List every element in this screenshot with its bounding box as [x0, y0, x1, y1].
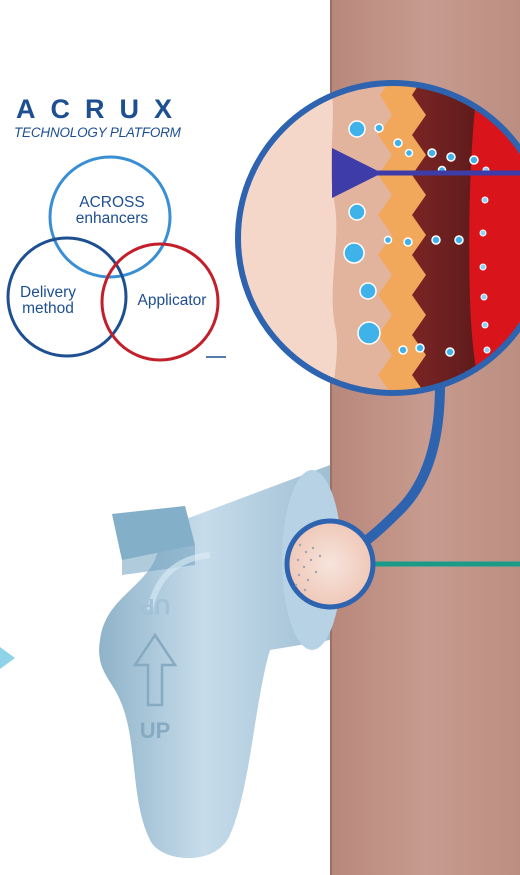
applicator-device: UP UP — [99, 465, 342, 858]
device-embossed-top: UP — [140, 594, 171, 619]
brand-subtitle: TECHNOLOGY PLATFORM — [14, 125, 224, 140]
venn-label-applicator: Applicator — [125, 293, 219, 309]
skin-cross-section — [230, 75, 520, 405]
brand-block: ACRUX TECHNOLOGY PLATFORM — [14, 95, 224, 140]
device-embossed-bottom: UP — [140, 718, 171, 743]
venn-label-delivery: Delivery method — [10, 285, 86, 317]
spray-patch — [287, 521, 373, 607]
chevron-right-icon — [0, 647, 15, 669]
venn-label-enhancers: ACROSS enhancers — [62, 195, 162, 227]
brand-logo: ACRUX — [14, 95, 224, 123]
